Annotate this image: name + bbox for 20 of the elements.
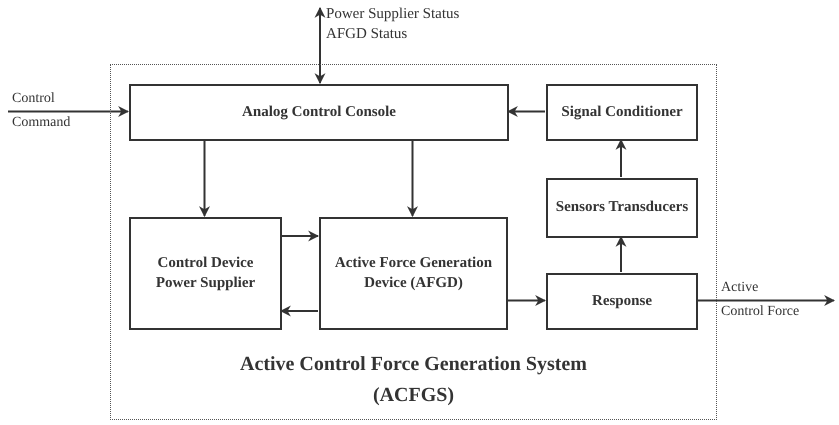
arrow (616, 138, 626, 177)
process-box: Signal Conditioner (546, 84, 698, 141)
arrow (8, 106, 130, 117)
process-box: Response (546, 273, 698, 330)
arrow (281, 230, 320, 242)
edge-label: Power Supplier Status AFGD Status (326, 5, 460, 44)
edge-label: Control Command (12, 90, 72, 132)
edge-label: Active Control Force (721, 278, 800, 320)
process-box: Sensors Transducers (546, 178, 698, 238)
system-title: Active Control Force Generation System (ACFGS) (239, 352, 588, 408)
process-box: Analog Control Console (129, 84, 509, 141)
process-box: Active Force Generation Device (AFGD) (319, 217, 508, 330)
arrow (616, 236, 626, 272)
arrow (314, 6, 326, 84)
arrow (697, 295, 836, 306)
arrow (407, 140, 418, 218)
process-box: Control Device Power Supplier (129, 217, 282, 330)
arrow (507, 295, 546, 306)
arrow (199, 140, 210, 218)
system-boundary (110, 64, 717, 420)
